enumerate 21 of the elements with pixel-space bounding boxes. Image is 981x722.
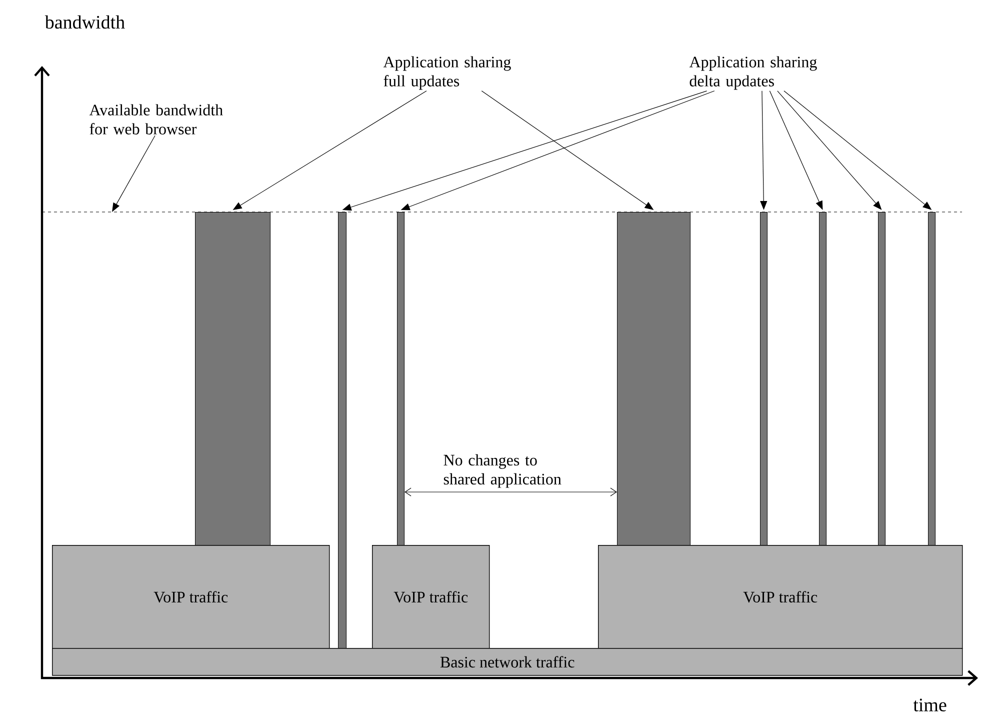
arrow xyxy=(769,90,823,210)
traffic-bar xyxy=(195,212,270,546)
traffic-bar xyxy=(928,212,936,546)
traffic-block: VoIP traffic xyxy=(372,545,490,649)
traffic-bar xyxy=(617,212,690,546)
annotation-text: Application sharing delta updates xyxy=(689,56,817,90)
traffic-block: VoIP traffic xyxy=(52,545,330,649)
traffic-bar xyxy=(397,212,404,546)
edge-label: No changes to shared application xyxy=(444,454,562,488)
time-axis-label: time xyxy=(913,698,946,712)
arrow xyxy=(777,90,882,210)
traffic-bar xyxy=(878,212,886,546)
arrow xyxy=(112,135,156,212)
bandwidth-axis-label: bandwidth xyxy=(44,15,125,29)
traffic-block: VoIP traffic xyxy=(598,545,963,649)
annotation-text: Available bandwidth for web browser xyxy=(89,104,223,134)
traffic-bar xyxy=(819,212,826,546)
annotation-text: Application sharing full updates xyxy=(383,56,511,90)
traffic-bar xyxy=(760,212,768,546)
span-arrow xyxy=(404,488,618,496)
traffic-bar xyxy=(338,212,346,648)
